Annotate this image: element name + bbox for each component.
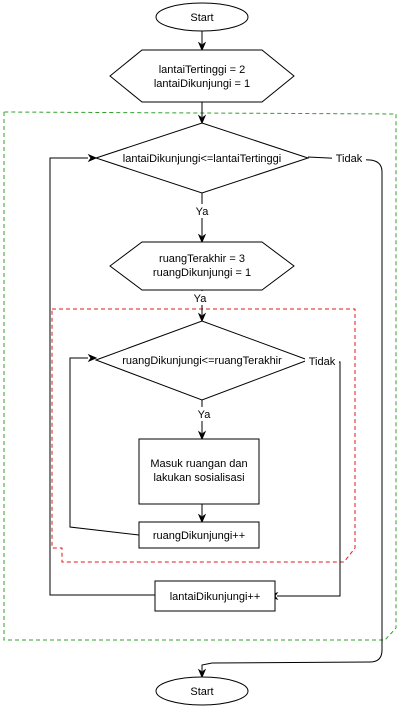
start-label: Start	[190, 12, 213, 24]
start-terminal: Start	[155, 2, 249, 32]
arrowhead	[197, 668, 207, 679]
edge-labels: Ya Tidak Ya Ya Tidak	[191, 151, 366, 421]
process-line-2: lakukan sosialisasi	[153, 472, 244, 484]
process-line-1: Masuk ruangan dan	[150, 458, 247, 470]
arrowhead	[197, 233, 207, 244]
arrowhead	[197, 114, 207, 125]
process-box: Masuk ruangan dan lakukan sosialisasi	[138, 438, 260, 505]
inner-condition-label: ruangDikunjungi<=ruangTerakhir	[122, 355, 282, 367]
end-terminal: Start	[155, 676, 249, 706]
end-label: Start	[190, 686, 213, 698]
inc-outer-box: lantaiDikunjungi++	[154, 580, 276, 612]
init-inner-preparation: ruangTerakhir = 3 ruangDikunjungi = 1	[109, 241, 295, 291]
arrowhead	[197, 41, 207, 52]
edge-label-outer-no: Tidak	[336, 153, 363, 165]
outer-condition-label: lantaiDikunjungi<=lantaiTertinggi	[123, 153, 281, 165]
edge-cond-inner-no	[277, 359, 341, 597]
outer-loop-region	[3, 111, 397, 641]
edge-label-inner-yes: Ya	[198, 409, 212, 421]
outer-condition-decision: lantaiDikunjungi<=lantaiTertinggi	[94, 122, 310, 194]
init-inner-line-1: ruangTerakhir = 3	[159, 253, 245, 265]
init-outer-line-2: lantaiDikunjungi = 1	[154, 78, 250, 90]
inner-loop-region	[51, 308, 356, 563]
arrowhead	[197, 513, 207, 524]
arrowhead	[197, 312, 207, 323]
init-outer-line-1: lantaiTertinggi = 2	[159, 64, 246, 76]
inc-outer-label: lantaiDikunjungi++	[170, 591, 261, 603]
edge-label-inner-no: Tidak	[309, 356, 336, 368]
inc-inner-label: ruangDikunjungi++	[153, 530, 245, 542]
edge-label-outer-yes: Ya	[196, 206, 210, 218]
edge-label-to-inner-yes: Ya	[194, 293, 208, 305]
arrowhead	[87, 353, 98, 363]
inc-inner-box: ruangDikunjungi++	[138, 521, 260, 549]
inner-condition-decision: ruangDikunjungi<=ruangTerakhir	[94, 320, 310, 401]
arrowhead	[197, 430, 207, 441]
init-outer-preparation: lantaiTertinggi = 2 lantaiDikunjungi = 1	[109, 49, 295, 103]
init-inner-line-2: ruangDikunjungi = 1	[153, 267, 251, 279]
arrowhead	[87, 153, 98, 163]
edge-inner-loop-back	[69, 357, 140, 536]
edge-outer-loop-back	[49, 157, 155, 596]
edge-cond-outer-no	[201, 156, 383, 671]
